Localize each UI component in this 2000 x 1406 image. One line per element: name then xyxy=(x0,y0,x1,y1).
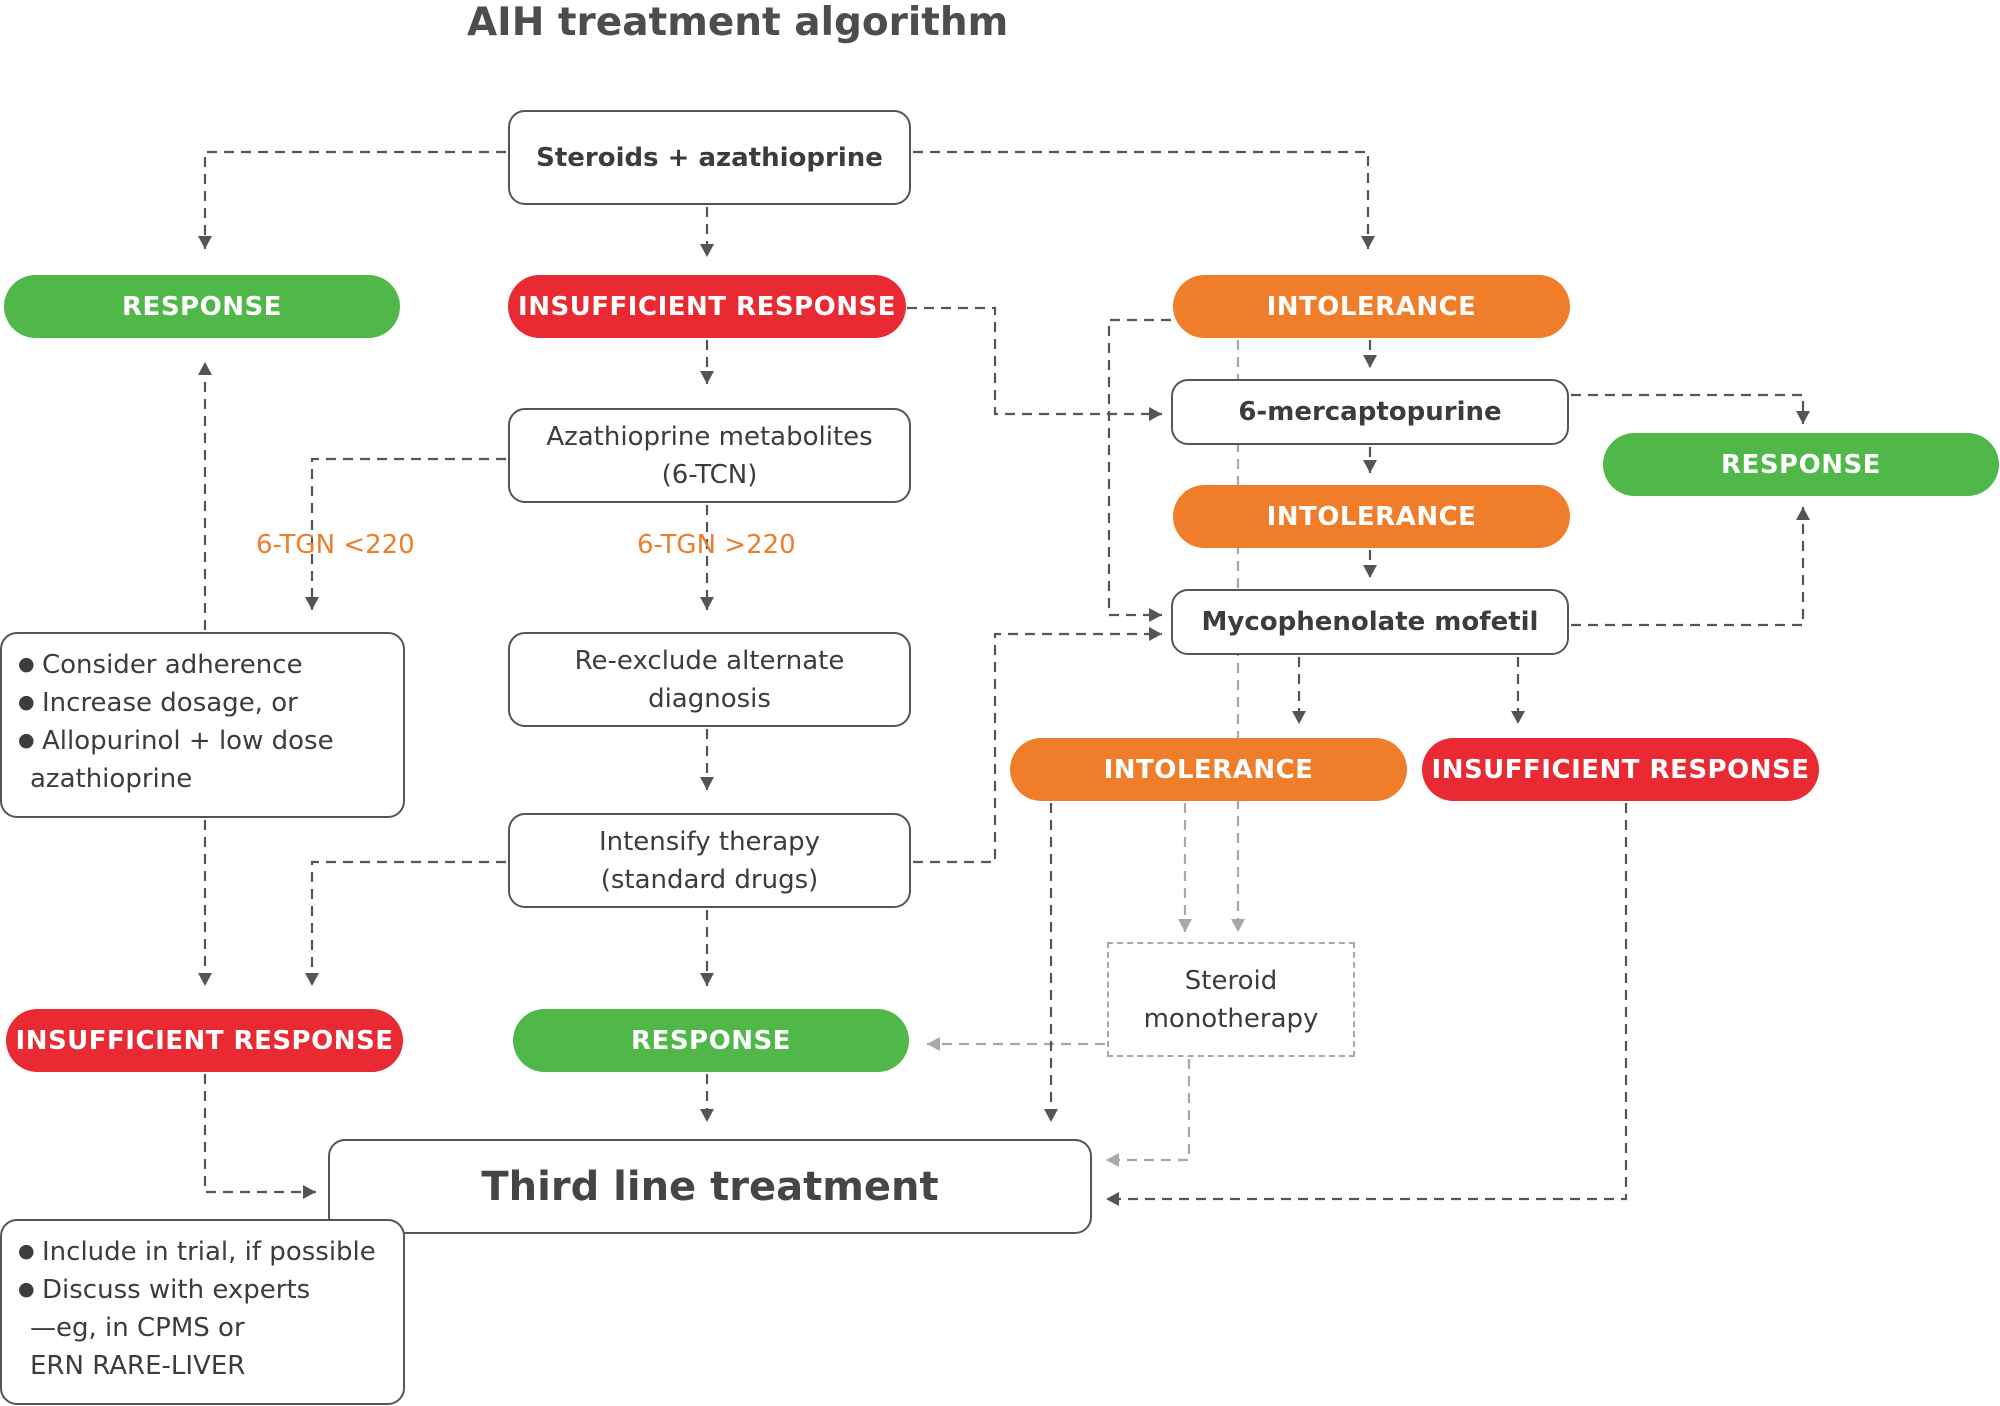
arrow-steroids-to-insufficient-arrowhead xyxy=(700,244,714,257)
discuss-line-1: Discuss with experts xyxy=(42,1275,311,1305)
allopurinol-item: Allopurinol + low dose azathioprine xyxy=(16,721,334,798)
include-in-trial-item: Include in trial, if possible xyxy=(16,1232,376,1271)
third-line-treatment-box: Third line treatment xyxy=(328,1139,1092,1234)
arrow-intolerance-to-mycophenolate xyxy=(1107,318,1171,617)
arrow-intensify-to-response-arrowhead xyxy=(700,973,714,986)
consider-adherence-box: Consider adherence Increase dosage, or A… xyxy=(0,632,405,818)
arrow-mercaptopurine-to-response xyxy=(1571,393,1805,424)
arrow-insufficient-right-to-third-line xyxy=(1106,803,1628,1201)
intensify-therapy-box: Intensify therapy (standard drugs) xyxy=(508,813,911,908)
increase-dosage-item: Increase dosage, or xyxy=(16,683,334,722)
steroids-azathioprine-label: Steroids + azathioprine xyxy=(536,142,883,173)
arrow-consider-to-insufficient-arrowhead xyxy=(198,973,212,986)
arrow-insufficient-to-third-line xyxy=(203,1074,316,1194)
page-title: AIH treatment algorithm xyxy=(467,0,1009,45)
grey-path-intolerance-bottom-to-steroid-arrowhead xyxy=(1178,919,1192,932)
discuss-with-experts-item: Discuss with experts —eg, in CPMS or ERN… xyxy=(16,1270,376,1385)
insufficient-response-pill-bottom-left: INSUFFICIENT RESPONSE xyxy=(6,1009,403,1072)
azathioprine-metabolites-line-2: (6-TCN) xyxy=(661,459,758,490)
mycophenolate-mofetil-box: Mycophenolate mofetil xyxy=(1171,589,1569,655)
arrow-insufficient-to-mercaptopurine xyxy=(907,306,1162,416)
response-label: RESPONSE xyxy=(122,291,282,322)
arrow-insufficient-to-mercaptopurine-arrowhead xyxy=(1149,407,1162,421)
insufficient-response-label: INSUFFICIENT RESPONSE xyxy=(518,291,896,322)
allopurinol-line-2: azathioprine xyxy=(30,764,193,794)
arrow-insufficient-right-to-third-line-arrowhead xyxy=(1106,1192,1119,1206)
mercaptopurine-label: 6-mercaptopurine xyxy=(1238,397,1502,427)
re-exclude-line-2: diagnosis xyxy=(648,683,771,714)
arrow-response-to-third-line-arrowhead xyxy=(700,1109,714,1122)
arrow-intolerance-to-mycophenolate-arrowhead xyxy=(1149,608,1162,622)
intolerance-pill-bottom: INTOLERANCE xyxy=(1010,738,1407,801)
arrow-mycophenolate-to-response xyxy=(1571,507,1805,627)
arrow-intolerance-to-mycophenolate-2-arrowhead xyxy=(1363,565,1377,578)
grey-arrow-steroid-to-third-line xyxy=(1106,1059,1191,1162)
arrow-consider-to-response-arrowhead xyxy=(198,362,212,375)
steroid-monotherapy-line-1: Steroid xyxy=(1184,965,1278,996)
insufficient-response-label: INSUFFICIENT RESPONSE xyxy=(15,1025,394,1056)
consider-adherence-item: Consider adherence xyxy=(16,645,334,684)
re-exclude-diagnosis-box: Re-exclude alternate diagnosis xyxy=(508,632,911,727)
steroid-monotherapy-box: Steroid monotherapy xyxy=(1107,942,1355,1057)
arrow-reexclude-to-intensify-arrowhead xyxy=(700,777,714,790)
arrow-steroids-to-response xyxy=(203,150,506,249)
response-pill-top-left: RESPONSE xyxy=(4,275,400,338)
allopurinol-line-1: Allopurinol + low dose xyxy=(42,726,334,756)
response-label: RESPONSE xyxy=(631,1025,791,1056)
arrow-intensify-to-insufficient-arrowhead xyxy=(305,973,319,986)
intolerance-label: INTOLERANCE xyxy=(1266,291,1477,322)
arrow-metabolites-to-tgn-low-arrowhead xyxy=(305,597,319,610)
tgn-high-label: 6-TGN >220 xyxy=(637,530,796,560)
arrow-mycophenolate-to-response-arrowhead xyxy=(1796,507,1810,520)
discuss-line-2: —eg, in CPMS or xyxy=(30,1313,245,1343)
intolerance-pill-middle: INTOLERANCE xyxy=(1173,485,1570,548)
response-label: RESPONSE xyxy=(1721,449,1881,480)
third-line-treatment-label: Third line treatment xyxy=(481,1163,939,1210)
arrow-insufficient-to-third-line-arrowhead xyxy=(303,1185,316,1199)
arrow-intensify-to-mycophenolate xyxy=(913,632,1162,864)
arrow-insufficient-to-metabolites-arrowhead xyxy=(700,371,714,384)
third-line-notes-box: Include in trial, if possible Discuss wi… xyxy=(0,1219,405,1405)
mercaptopurine-box: 6-mercaptopurine xyxy=(1171,379,1569,445)
arrow-intolerance-to-third-line-arrowhead xyxy=(1044,1109,1058,1122)
azathioprine-metabolites-line-1: Azathioprine metabolites xyxy=(546,421,873,452)
insufficient-response-label: INSUFFICIENT RESPONSE xyxy=(1431,754,1810,785)
arrow-steroids-to-intolerance xyxy=(913,150,1370,249)
insufficient-response-pill-right: INSUFFICIENT RESPONSE xyxy=(1422,738,1819,801)
arrow-metabolites-to-tgn-high-arrowhead xyxy=(700,597,714,610)
arrow-mercaptopurine-to-response-arrowhead xyxy=(1796,411,1810,424)
arrow-mycophenolate-to-insufficient-arrowhead xyxy=(1511,711,1525,724)
tgn-low-label: 6-TGN <220 xyxy=(256,530,415,560)
response-pill-right: RESPONSE xyxy=(1603,433,1999,496)
arrow-mercaptopurine-to-intolerance-arrowhead xyxy=(1363,460,1377,473)
response-pill-bottom: RESPONSE xyxy=(513,1009,909,1072)
re-exclude-line-1: Re-exclude alternate xyxy=(574,645,845,676)
arrow-intolerance-to-mercaptopurine-arrowhead xyxy=(1363,355,1377,368)
grey-path-intolerance-to-steroid-arrowhead xyxy=(1231,919,1245,932)
intensify-therapy-line-2: (standard drugs) xyxy=(600,864,819,895)
arrow-intensify-to-mycophenolate-arrowhead xyxy=(1149,627,1162,641)
intolerance-label: INTOLERANCE xyxy=(1103,754,1314,785)
arrow-intensify-to-insufficient xyxy=(310,860,506,986)
discuss-line-3: ERN RARE-LIVER xyxy=(30,1351,246,1381)
steroid-monotherapy-line-2: monotherapy xyxy=(1143,1003,1319,1034)
steroids-azathioprine-box: Steroids + azathioprine xyxy=(508,110,911,205)
grey-arrow-steroid-to-third-line-arrowhead xyxy=(1106,1153,1119,1167)
mycophenolate-mofetil-label: Mycophenolate mofetil xyxy=(1201,607,1539,637)
intolerance-pill-top: INTOLERANCE xyxy=(1173,275,1570,338)
intolerance-label: INTOLERANCE xyxy=(1266,501,1477,532)
arrow-steroids-to-intolerance-arrowhead xyxy=(1361,236,1375,249)
insufficient-response-pill-top: INSUFFICIENT RESPONSE xyxy=(508,275,906,338)
arrow-steroids-to-response-arrowhead xyxy=(198,236,212,249)
arrow-metabolites-to-tgn-low xyxy=(310,457,506,610)
azathioprine-metabolites-box: Azathioprine metabolites (6-TCN) xyxy=(508,408,911,503)
intensify-therapy-line-1: Intensify therapy xyxy=(598,826,821,857)
arrow-mycophenolate-to-intolerance-arrowhead xyxy=(1292,711,1306,724)
grey-arrow-steroid-to-response-arrowhead xyxy=(927,1037,940,1051)
